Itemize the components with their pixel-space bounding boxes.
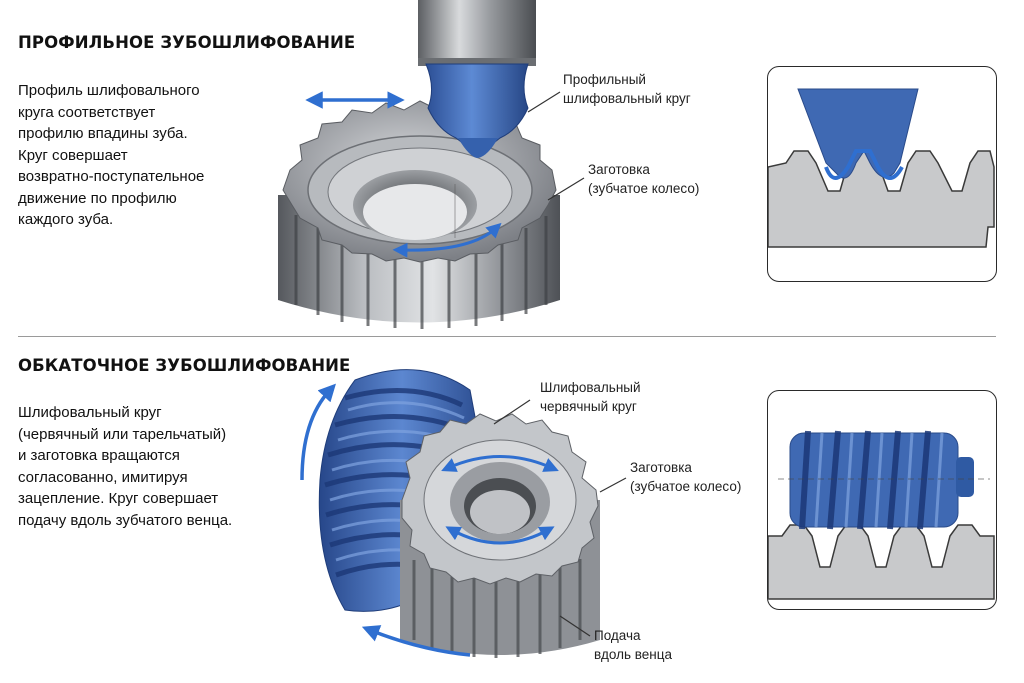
section2-title: ОБКАТОЧНОЕ ЗУБОШЛИФОВАНИЕ bbox=[18, 356, 351, 375]
feed-arrow bbox=[361, 625, 471, 657]
label-feed: Подача вдоль венца bbox=[594, 628, 672, 662]
label-worm-wheel: Шлифовальный червячный круг bbox=[540, 380, 641, 414]
generating-contact-inset bbox=[767, 390, 997, 610]
leader-line-wheel bbox=[527, 91, 561, 113]
section1-description: Профиль шлифовального круга соответствуе… bbox=[18, 82, 205, 228]
label-workpiece-1: Заготовка (зубчатое колесо) bbox=[588, 162, 700, 196]
label-workpiece-2: Заготовка (зубчатое колесо) bbox=[630, 460, 742, 494]
leader-line-workpiece-2 bbox=[599, 477, 627, 493]
gear-workpiece-2 bbox=[400, 413, 600, 658]
leader-line-workpiece bbox=[547, 177, 585, 201]
section2-description: Шлифовальный круг (червячный или тарельч… bbox=[18, 404, 233, 529]
leader-line-worm bbox=[493, 399, 531, 425]
section1-title: ПРОФИЛЬНОЕ ЗУБОШЛИФОВАНИЕ bbox=[18, 33, 356, 52]
profile-contact-inset bbox=[767, 66, 997, 282]
leader-line-feed bbox=[559, 615, 591, 637]
label-profile-wheel: Профильный шлифовальный круг bbox=[563, 72, 691, 106]
worm-rotation-arrow bbox=[300, 383, 336, 481]
profile-grinding-wheel bbox=[418, 0, 536, 158]
section-divider bbox=[18, 336, 996, 337]
